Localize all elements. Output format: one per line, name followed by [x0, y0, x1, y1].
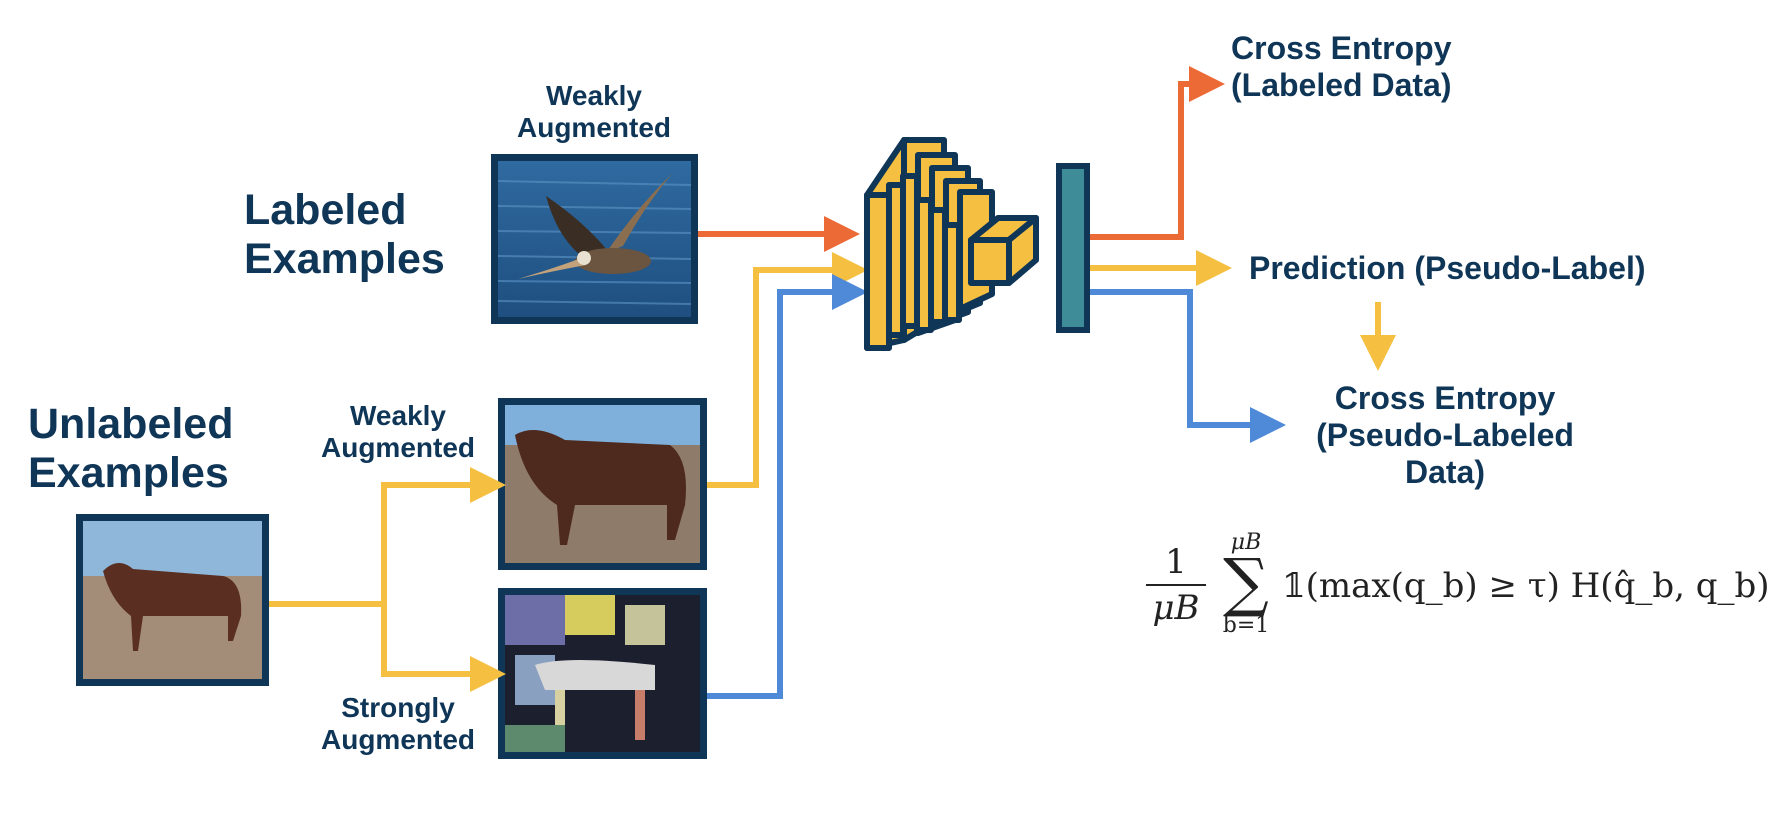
horse-original-drawing	[83, 521, 262, 679]
prediction-label: Prediction (Pseudo-Label)	[1249, 250, 1646, 286]
formula-sum: μB ∑ b=1	[1216, 530, 1276, 638]
horse-strong-image	[498, 588, 707, 759]
horse-original-image	[76, 514, 269, 686]
arrow-to-weak	[381, 467, 506, 604]
arrow-to-ce-pseudo	[1090, 289, 1286, 443]
formula-frac-line	[1146, 584, 1206, 586]
unlabeled-strong-label: Strongly Augmented	[321, 692, 475, 756]
arrow-to-strong	[381, 604, 506, 692]
formula-frac-den: μB	[1152, 588, 1200, 628]
horse-strong-drawing	[505, 595, 700, 752]
formula-frac-num: 1	[1165, 542, 1187, 582]
pelican-image	[491, 154, 698, 324]
ce-pseudo-label: Cross Entropy (Pseudo-Labeled Data)	[1316, 380, 1574, 490]
arrow-strong-to-network	[707, 274, 868, 699]
arrow-weak-to-network	[707, 252, 868, 488]
formula-fraction: 1 μB	[1146, 542, 1206, 628]
labeled-weak-label: Weakly Augmented	[517, 80, 671, 144]
output-layer-bar	[1056, 163, 1090, 333]
formula-body: 𝟙(max(q_b) ≥ τ) H(q̂_b, q_b)	[1282, 566, 1770, 606]
formula-sum-bottom: b=1	[1222, 612, 1270, 638]
loss-formula: 1 μB μB ∑ b=1 𝟙(max(q_b) ≥ τ) H(q̂_b, q_…	[1146, 530, 1770, 650]
cnn-model	[864, 137, 1039, 351]
arrow-to-ce-labeled	[1090, 66, 1225, 240]
horse-weak-drawing	[505, 405, 700, 563]
formula-sum-top: μB	[1230, 530, 1262, 555]
labeled-examples-title: Labeled Examples	[244, 186, 445, 283]
formula-sum-symbol: ∑	[1223, 546, 1269, 620]
unlabeled-examples-title: Unlabeled Examples	[28, 400, 234, 497]
horse-weak-image	[498, 398, 707, 570]
pelican-drawing	[497, 161, 692, 317]
ce-labeled-label: Cross Entropy (Labeled Data)	[1231, 30, 1452, 103]
unlabeled-weak-label: Weakly Augmented	[321, 400, 475, 464]
